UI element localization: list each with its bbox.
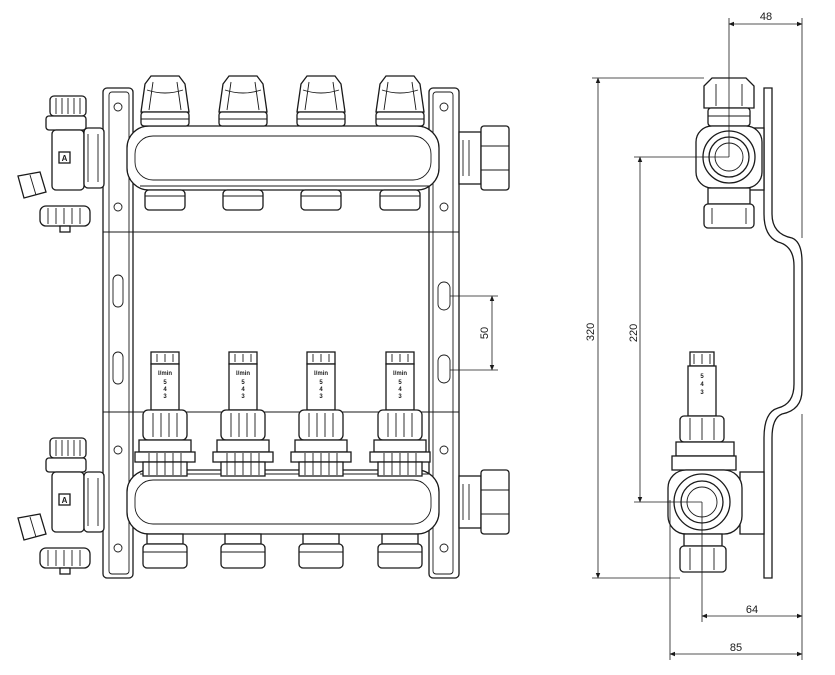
dimension-50: 50 bbox=[450, 295, 498, 371]
inlet-valve-badge: A bbox=[62, 496, 68, 505]
flowmeter: l/min 543 bbox=[212, 351, 274, 477]
flowmeter: l/min 543 bbox=[134, 351, 196, 477]
dimension-220: 220 bbox=[628, 156, 729, 503]
dimension-320: 320 bbox=[585, 77, 704, 579]
flowmeter-unit: l/min bbox=[314, 371, 328, 377]
inlet-valve-badge-box bbox=[58, 151, 71, 164]
valve-cap bbox=[140, 75, 190, 127]
flowmeter-scale-mark: 3 bbox=[319, 394, 323, 400]
flowmeter-scale-mark: 3 bbox=[241, 394, 245, 400]
upper-outlet bbox=[222, 189, 264, 211]
flowmeter-scale-mark: 4 bbox=[319, 387, 323, 393]
flowmeter-scale-mark: 5 bbox=[241, 380, 245, 386]
dimension-64: 64 bbox=[701, 414, 803, 660]
valve-cap bbox=[218, 75, 268, 127]
flowmeter-unit: l/min bbox=[393, 371, 407, 377]
flowmeter-scale-mark: 4 bbox=[398, 387, 402, 393]
dimension-label-85: 85 bbox=[730, 642, 742, 654]
upper-outlet bbox=[144, 189, 186, 211]
flowmeter: l/min 543 bbox=[290, 351, 352, 477]
upper-inlet-ball-valve: A bbox=[17, 95, 105, 233]
flowmeter-scale-mark: 3 bbox=[398, 394, 402, 400]
left-bracket bbox=[102, 87, 134, 579]
side-lower-body bbox=[667, 469, 743, 573]
flowmeter-unit: l/min bbox=[236, 371, 250, 377]
upper-end-nut bbox=[458, 125, 510, 191]
flowmeter-unit: l/min bbox=[158, 371, 172, 377]
valve-handle-icon bbox=[17, 513, 47, 541]
right-bracket bbox=[428, 87, 460, 579]
valve-cap bbox=[375, 75, 425, 127]
dimension-label-320: 320 bbox=[585, 323, 597, 341]
flowmeter-scale-mark: 4 bbox=[241, 387, 245, 393]
flowmeter-scale-mark: 4 bbox=[163, 387, 167, 393]
flowmeter-scale-mark: 5 bbox=[163, 380, 167, 386]
side-flowmeter-scale-2: 4 bbox=[700, 382, 704, 388]
flowmeter-scale-mark: 3 bbox=[163, 394, 167, 400]
lower-inlet-ball-valve: A bbox=[17, 437, 105, 575]
valve-cap bbox=[296, 75, 346, 127]
upper-valve-caps bbox=[140, 75, 425, 127]
dimension-label-220: 220 bbox=[628, 324, 640, 342]
flowmeter-scale-mark: 5 bbox=[398, 380, 402, 386]
side-view: 5 4 3 320 bbox=[585, 11, 803, 660]
lower-outlet bbox=[220, 533, 266, 569]
side-flowmeter: 5 4 3 bbox=[671, 351, 737, 471]
flowmeter-scale-mark: 5 bbox=[319, 380, 323, 386]
side-wall-bracket bbox=[763, 87, 803, 579]
lower-end-nut bbox=[458, 469, 510, 535]
dimension-label-50: 50 bbox=[479, 327, 491, 339]
lower-manifold-bar bbox=[126, 469, 440, 535]
dimension-label-48: 48 bbox=[760, 11, 772, 23]
upper-outlet bbox=[300, 189, 342, 211]
upper-outlet bbox=[379, 189, 421, 211]
flowmeter: l/min 543 bbox=[369, 351, 431, 477]
inlet-valve-badge-box bbox=[58, 493, 71, 506]
dimension-48: 48 bbox=[728, 11, 803, 238]
inlet-valve-badge: A bbox=[62, 154, 68, 163]
valve-handle-icon bbox=[17, 171, 47, 199]
side-flowmeter-scale-1: 5 bbox=[700, 374, 704, 380]
dimension-85: 85 bbox=[669, 500, 803, 660]
upper-manifold-bar bbox=[126, 125, 440, 191]
upper-outlets bbox=[144, 189, 421, 211]
dimension-label-64: 64 bbox=[746, 604, 758, 616]
lower-outlets bbox=[142, 533, 423, 569]
lower-outlet bbox=[377, 533, 423, 569]
side-flowmeter-scale-3: 3 bbox=[700, 390, 704, 396]
lower-outlet bbox=[142, 533, 188, 569]
lower-outlet bbox=[298, 533, 344, 569]
